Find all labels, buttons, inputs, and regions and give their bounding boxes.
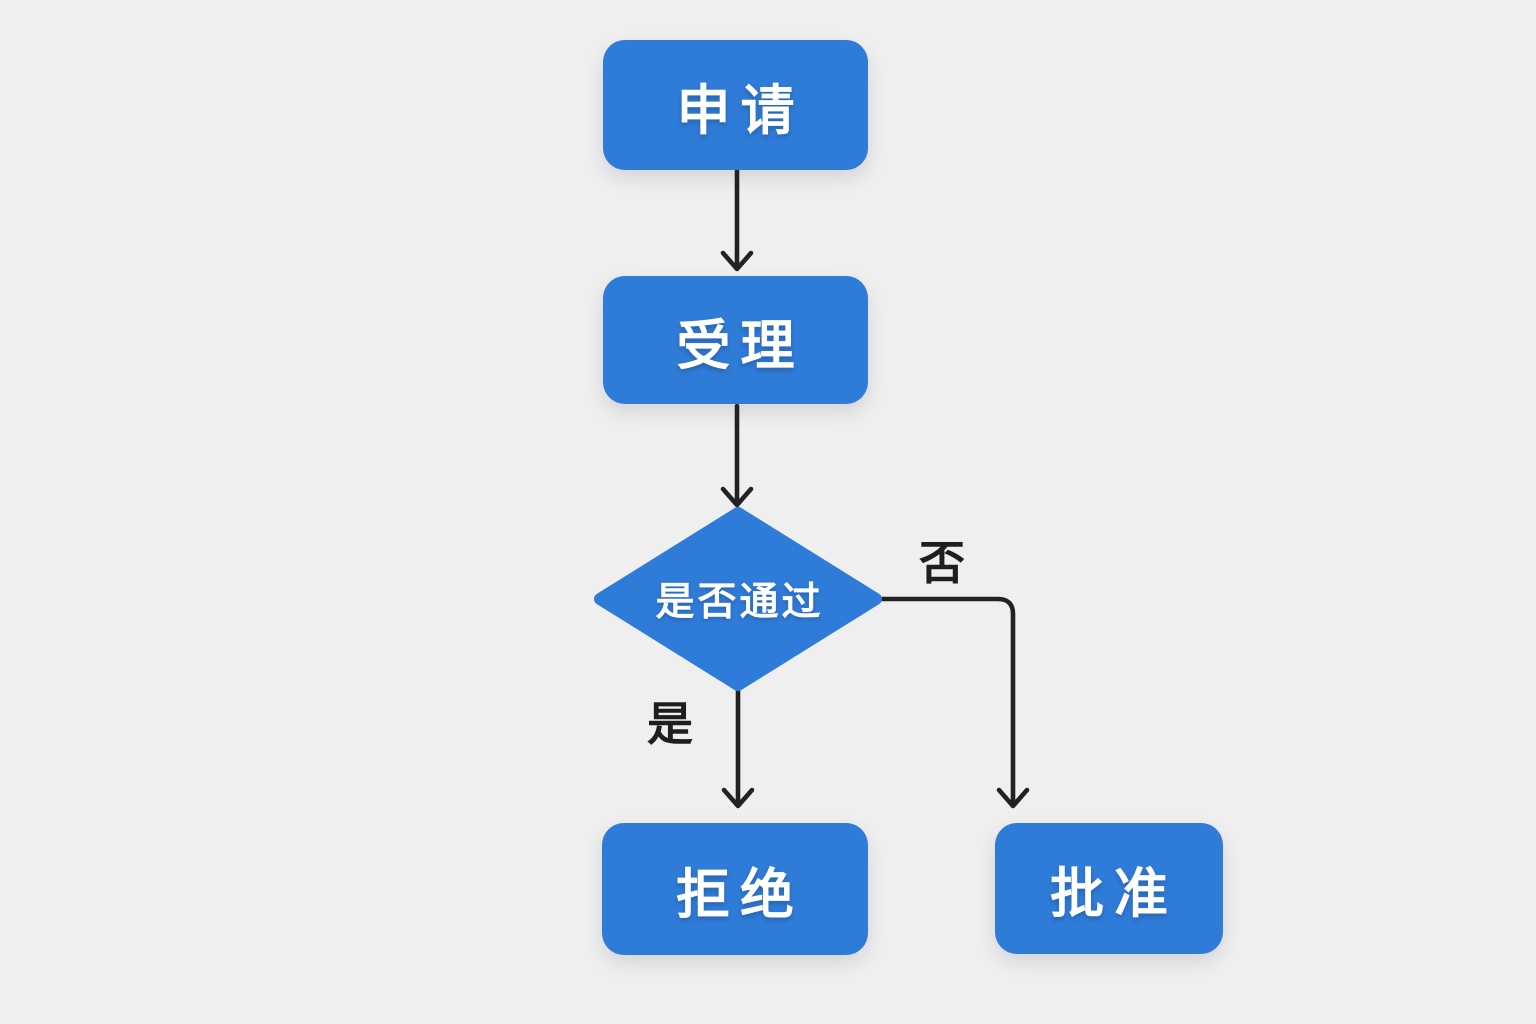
node-decision-label: 是否通过: [655, 581, 824, 624]
arrow-accept-to-decision: [720, 403, 754, 508]
arrow-apply-to-accept: [720, 168, 754, 272]
node-accept-label: 受理: [676, 315, 805, 376]
node-accept: 受理: [603, 276, 868, 404]
node-decision: 是否通过: [592, 505, 884, 693]
node-apply: 申请: [603, 40, 868, 170]
edge-label-yes: 是: [647, 698, 693, 750]
node-reject-label: 拒绝: [676, 864, 804, 925]
decision-diamond-shape: [594, 507, 882, 691]
edge-label-no: 否: [919, 537, 965, 589]
arrow-decision-to-approve: [876, 596, 1030, 809]
arrow-decision-to-reject: [721, 686, 755, 809]
node-approve: 批准: [995, 823, 1223, 954]
node-approve-label: 批准: [1050, 864, 1178, 924]
node-apply-label: 申请: [676, 80, 805, 141]
node-reject: 拒绝: [602, 823, 868, 955]
